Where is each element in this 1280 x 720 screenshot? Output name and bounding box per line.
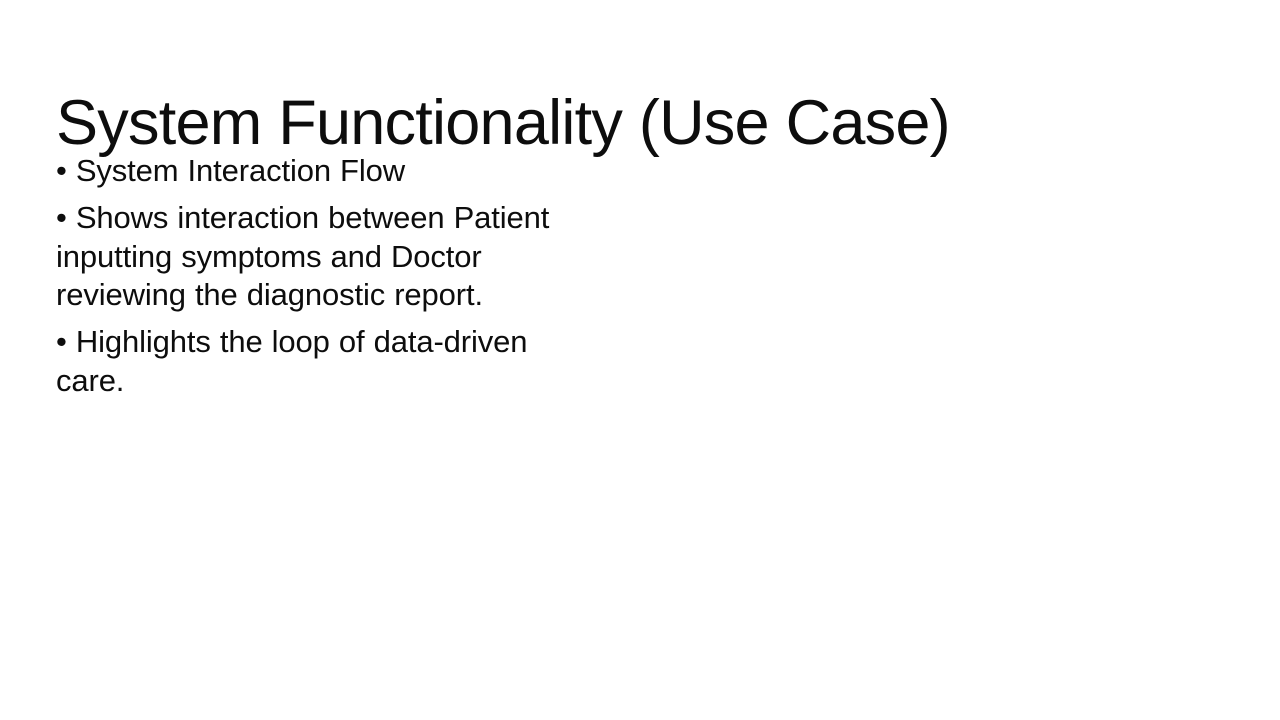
slide-title: System Functionality (Use Case) — [56, 88, 951, 159]
bullet-item-2: • Shows interaction between Patient inpu… — [56, 199, 556, 315]
bullet-item-1-text: System Interaction Flow — [75, 153, 406, 188]
bullet-item-1: • System Interaction Flow — [56, 152, 556, 191]
slide-body-content: • System Interaction Flow • Shows intera… — [56, 152, 556, 400]
bullet-item-3-text: Highlights the loop of data-driven care. — [56, 324, 528, 398]
bullet-marker-icon: • — [56, 324, 67, 359]
bullet-marker-icon: • — [56, 200, 67, 235]
bullet-item-3: • Highlights the loop of data-driven car… — [56, 323, 556, 400]
bullet-marker-icon: • — [56, 153, 67, 188]
bullet-item-2-text: Shows interaction between Patient inputt… — [56, 200, 550, 312]
